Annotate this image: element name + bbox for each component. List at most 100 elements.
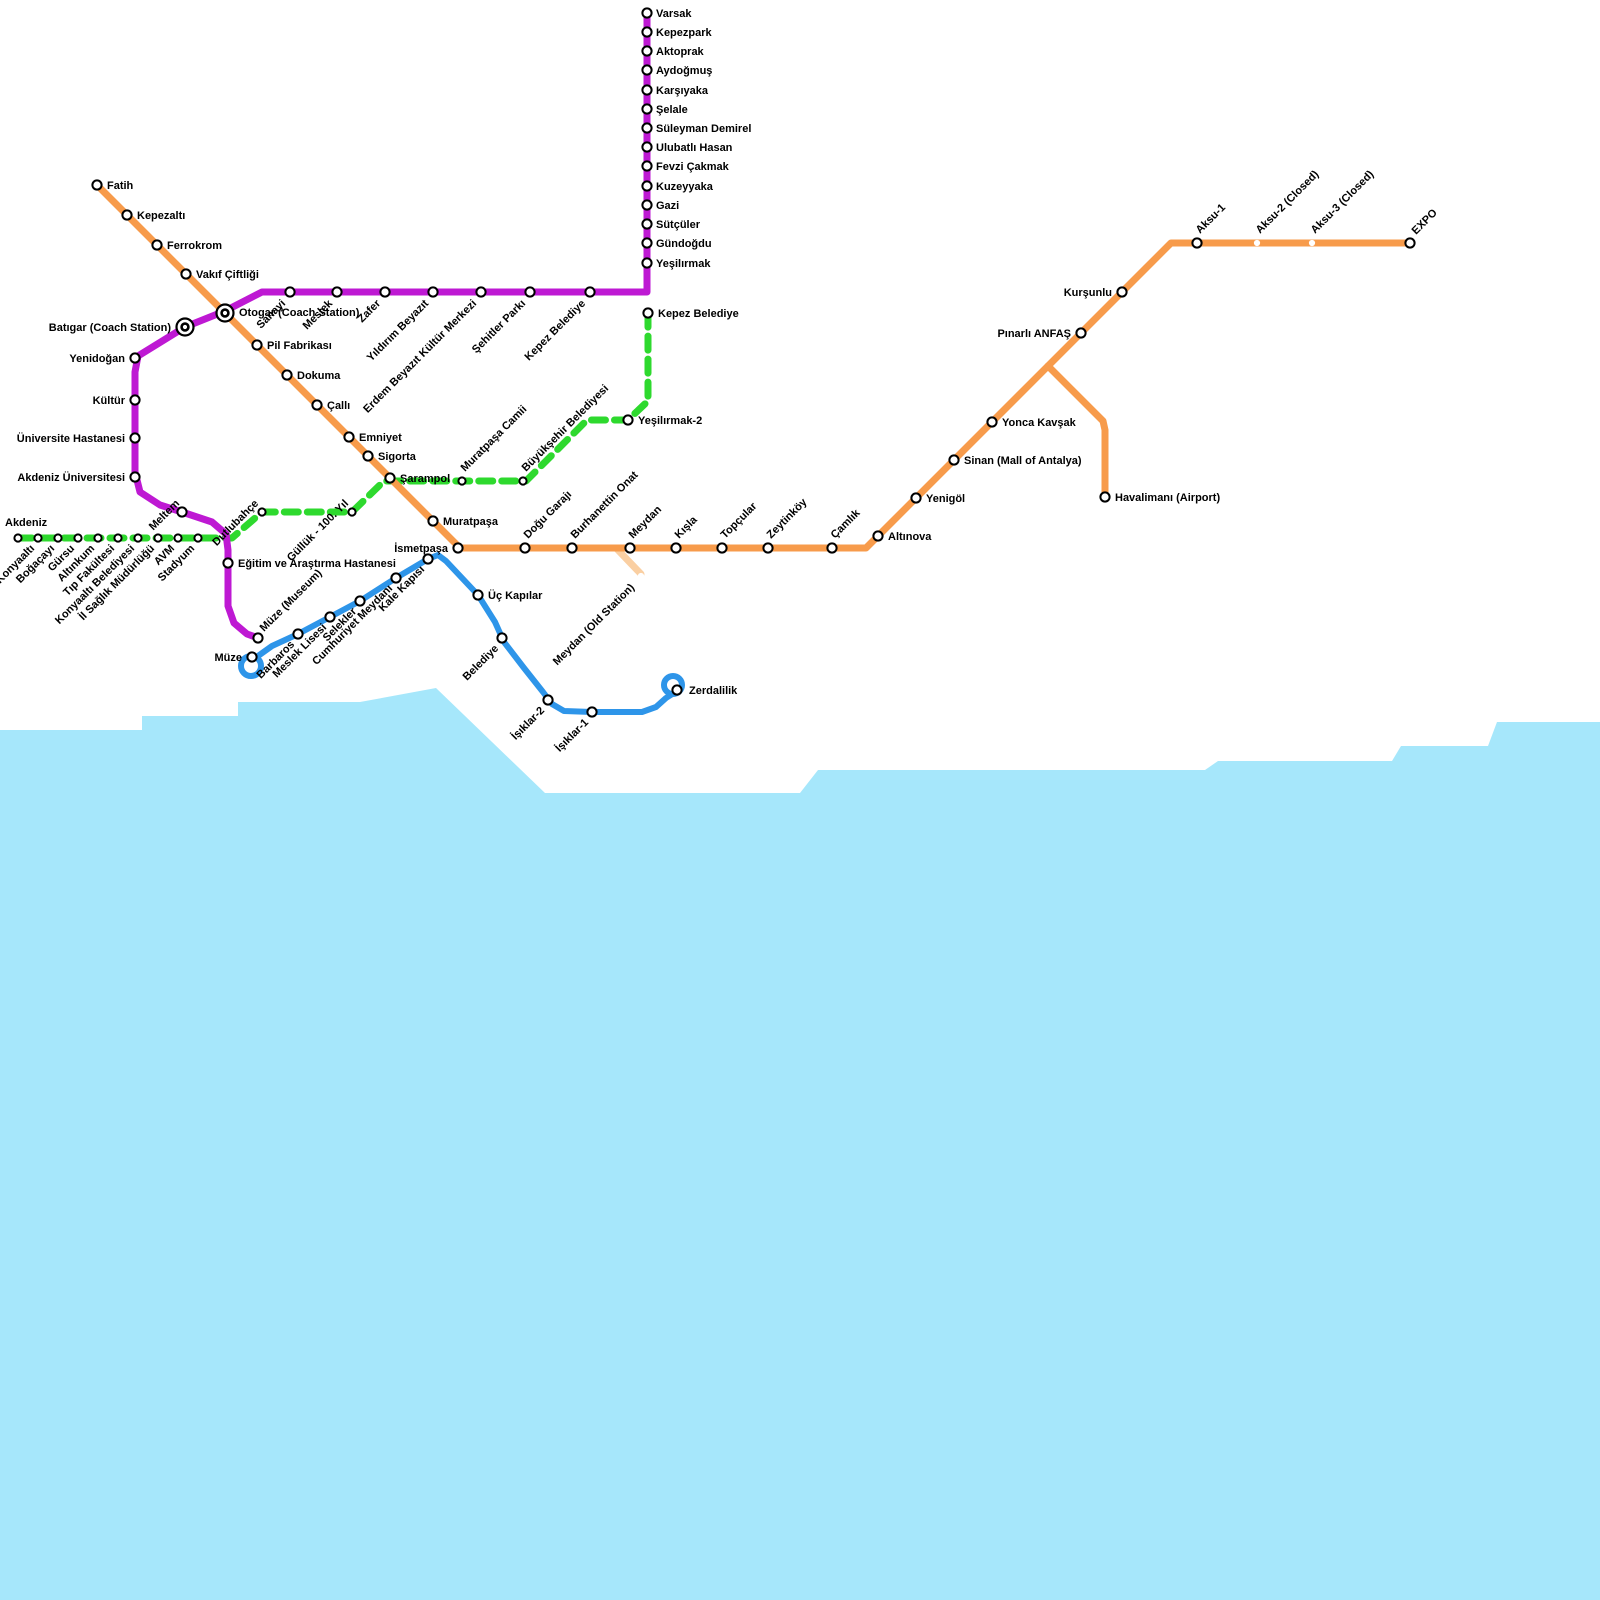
station-calli[interactable]: Çallı bbox=[311, 399, 350, 412]
station-label: Yonca Kavşak bbox=[1002, 417, 1077, 429]
station-kepez-belediye[interactable]: Kepez Belediye bbox=[642, 307, 739, 320]
station-pil-fabrikasi[interactable]: Pil Fabrikası bbox=[251, 339, 332, 352]
station-sutculer[interactable]: Sütçüler bbox=[641, 218, 701, 231]
station-kursunlu[interactable]: Kurşunlu bbox=[1064, 286, 1128, 299]
station-gazi[interactable]: Gazi bbox=[641, 199, 679, 212]
station-marker bbox=[641, 218, 653, 230]
station-belediye[interactable]: Belediye bbox=[461, 632, 508, 683]
station-label: Akdeniz Üniversitesi bbox=[17, 471, 125, 484]
station-label: Üniversite Hastanesi bbox=[17, 432, 125, 445]
station-gundogdu[interactable]: Gündoğdu bbox=[641, 237, 712, 250]
station-emniyet[interactable]: Emniyet bbox=[343, 431, 402, 444]
station-marker bbox=[586, 706, 598, 718]
station-yonca-kavsak[interactable]: Yonca Kavşak bbox=[986, 416, 1077, 429]
station-marker bbox=[384, 472, 396, 484]
station-kuzeyyaka[interactable]: Kuzeyyaka bbox=[641, 180, 714, 193]
station-marker bbox=[986, 416, 998, 428]
station-expo[interactable]: EXPO bbox=[1404, 207, 1440, 249]
station-muratpasa[interactable]: Muratpaşa bbox=[427, 515, 499, 528]
station-label: Kurşunlu bbox=[1064, 287, 1112, 299]
station-fatih[interactable]: Fatih bbox=[91, 179, 134, 192]
station-label: Doğu Garajı bbox=[522, 489, 575, 542]
station-ulubatli-hasan[interactable]: Ulubatlı Hasan bbox=[641, 141, 733, 154]
station-varsak[interactable]: Varsak bbox=[641, 7, 692, 20]
station-kepezpark[interactable]: Kepezpark bbox=[641, 26, 713, 39]
station-label: Sütçüler bbox=[656, 219, 701, 231]
station-i-siklar-1[interactable]: İşıklar-1 bbox=[553, 706, 598, 755]
station-label: Eğitim ve Araştırma Hastanesi bbox=[238, 558, 396, 570]
station-havalimani-airport[interactable]: Havalimanı (Airport) bbox=[1099, 491, 1220, 504]
station-marker bbox=[129, 432, 141, 444]
station-marker bbox=[762, 542, 774, 554]
interchange-marker-inner bbox=[180, 322, 190, 332]
station-ferrokrom[interactable]: Ferrokrom bbox=[151, 239, 222, 252]
station-sigorta[interactable]: Sigorta bbox=[362, 450, 417, 463]
station-zerdalilik[interactable]: Zerdalilik bbox=[671, 684, 738, 697]
station-label: İsmetpaşa bbox=[394, 542, 449, 555]
station-akdeniz-universitesi[interactable]: Akdeniz Üniversitesi bbox=[17, 471, 141, 484]
station-meydan-old-station[interactable]: Meydan (Old Station) bbox=[551, 572, 645, 668]
station-yesilirmak[interactable]: Yeşilırmak bbox=[641, 257, 711, 270]
station-marker bbox=[292, 628, 304, 640]
station-marker bbox=[670, 542, 682, 554]
station-burhanettin-onat[interactable]: Burhanettin Onat bbox=[566, 469, 641, 554]
station-kepezalti[interactable]: Kepezaltı bbox=[121, 209, 185, 222]
station-label: İşıklar-2 bbox=[509, 704, 548, 743]
station-label: Kepez Belediye bbox=[658, 308, 739, 320]
station-i-siklar-2[interactable]: İşıklar-2 bbox=[509, 694, 554, 743]
station-karsiyaka[interactable]: Karşıyaka bbox=[641, 84, 709, 97]
station-aktoprak[interactable]: Aktoprak bbox=[641, 45, 705, 58]
station-universite-hastanesi[interactable]: Üniversite Hastanesi bbox=[17, 432, 141, 445]
station-kultur[interactable]: Kültür bbox=[93, 394, 141, 407]
station-aksu-2-closed[interactable]: Aksu-2 (Closed) bbox=[1254, 168, 1322, 247]
station-marker bbox=[475, 286, 487, 298]
station-pinarli-anfas[interactable]: Pınarlı ANFAŞ bbox=[997, 327, 1087, 340]
station-aydogmus[interactable]: Aydoğmuş bbox=[641, 64, 712, 77]
antray-airport-branch bbox=[1044, 362, 1109, 501]
station-sarampol[interactable]: Şarampol bbox=[384, 472, 450, 485]
station-label: Meydan (Old Station) bbox=[551, 581, 638, 668]
station-dogu-garaji[interactable]: Doğu Garajı bbox=[519, 489, 575, 554]
station-fevzi-cakmak[interactable]: Fevzi Çakmak bbox=[641, 160, 730, 173]
station-akdeniz[interactable]: Akdeniz bbox=[5, 517, 48, 543]
station-yenidogan[interactable]: Yenidoğan bbox=[69, 352, 141, 365]
station-muratpasa-camii[interactable]: Muratpaşa Camii bbox=[457, 403, 529, 486]
station-marker bbox=[641, 26, 653, 38]
station-gulluk-100-yil[interactable]: Güllük - 100. Yıl bbox=[285, 498, 357, 564]
station-yesilirmak-2[interactable]: Yeşilırmak-2 bbox=[622, 414, 702, 427]
station-aksu-3-closed[interactable]: Aksu-3 (Closed) bbox=[1309, 168, 1377, 247]
station-marker bbox=[347, 507, 357, 517]
station-vakif-ciftligi[interactable]: Vakıf Çiftliği bbox=[180, 268, 259, 281]
station-yenigol[interactable]: Yenigöl bbox=[910, 492, 965, 505]
station-altinova[interactable]: Altınova bbox=[872, 530, 932, 543]
station-marker bbox=[622, 414, 634, 426]
station-label: Şarampol bbox=[400, 473, 450, 485]
station-sehitler-parki[interactable]: Şehitler Parkı bbox=[470, 286, 536, 356]
station-label: Dokuma bbox=[297, 370, 341, 382]
station-marker bbox=[129, 394, 141, 406]
station-muze[interactable]: Müze bbox=[215, 651, 258, 664]
station-zeytinkoy[interactable]: Zeytinköy bbox=[762, 496, 810, 554]
station-batigar-coach-station[interactable]: Batıgar (Coach Station) bbox=[49, 317, 195, 337]
station-sinan-mall-of-antalya[interactable]: Sinan (Mall of Antalya) bbox=[948, 454, 1082, 467]
station-dokuma[interactable]: Dokuma bbox=[281, 369, 341, 382]
station-suleyman-demirel[interactable]: Süleyman Demirel bbox=[641, 122, 751, 135]
station-marker bbox=[362, 450, 374, 462]
station-otogar-coach-station[interactable]: Otogar (Coach Station) bbox=[215, 303, 360, 323]
station-marker bbox=[91, 179, 103, 191]
station-marker bbox=[284, 286, 296, 298]
station-egitim-ve-arastirma-hastanesi[interactable]: Eğitim ve Araştırma Hastanesi bbox=[222, 557, 396, 570]
station-label: Ferrokrom bbox=[167, 240, 222, 252]
station-label: Üç Kapılar bbox=[488, 589, 543, 602]
station-kepez-belediye[interactable]: Kepez Belediye bbox=[523, 286, 596, 363]
station-selale[interactable]: Şelale bbox=[641, 103, 688, 116]
station-i-smetpasa[interactable]: İsmetpaşa bbox=[394, 542, 464, 555]
station-label: Şelale bbox=[656, 104, 688, 116]
station-marker bbox=[642, 307, 654, 319]
station-label: Sinan (Mall of Antalya) bbox=[964, 455, 1082, 467]
station-marker bbox=[13, 533, 23, 543]
station-uc-kapilar[interactable]: Üç Kapılar bbox=[472, 589, 543, 602]
station-marker bbox=[422, 553, 434, 565]
station-label: İşıklar-1 bbox=[553, 716, 592, 755]
